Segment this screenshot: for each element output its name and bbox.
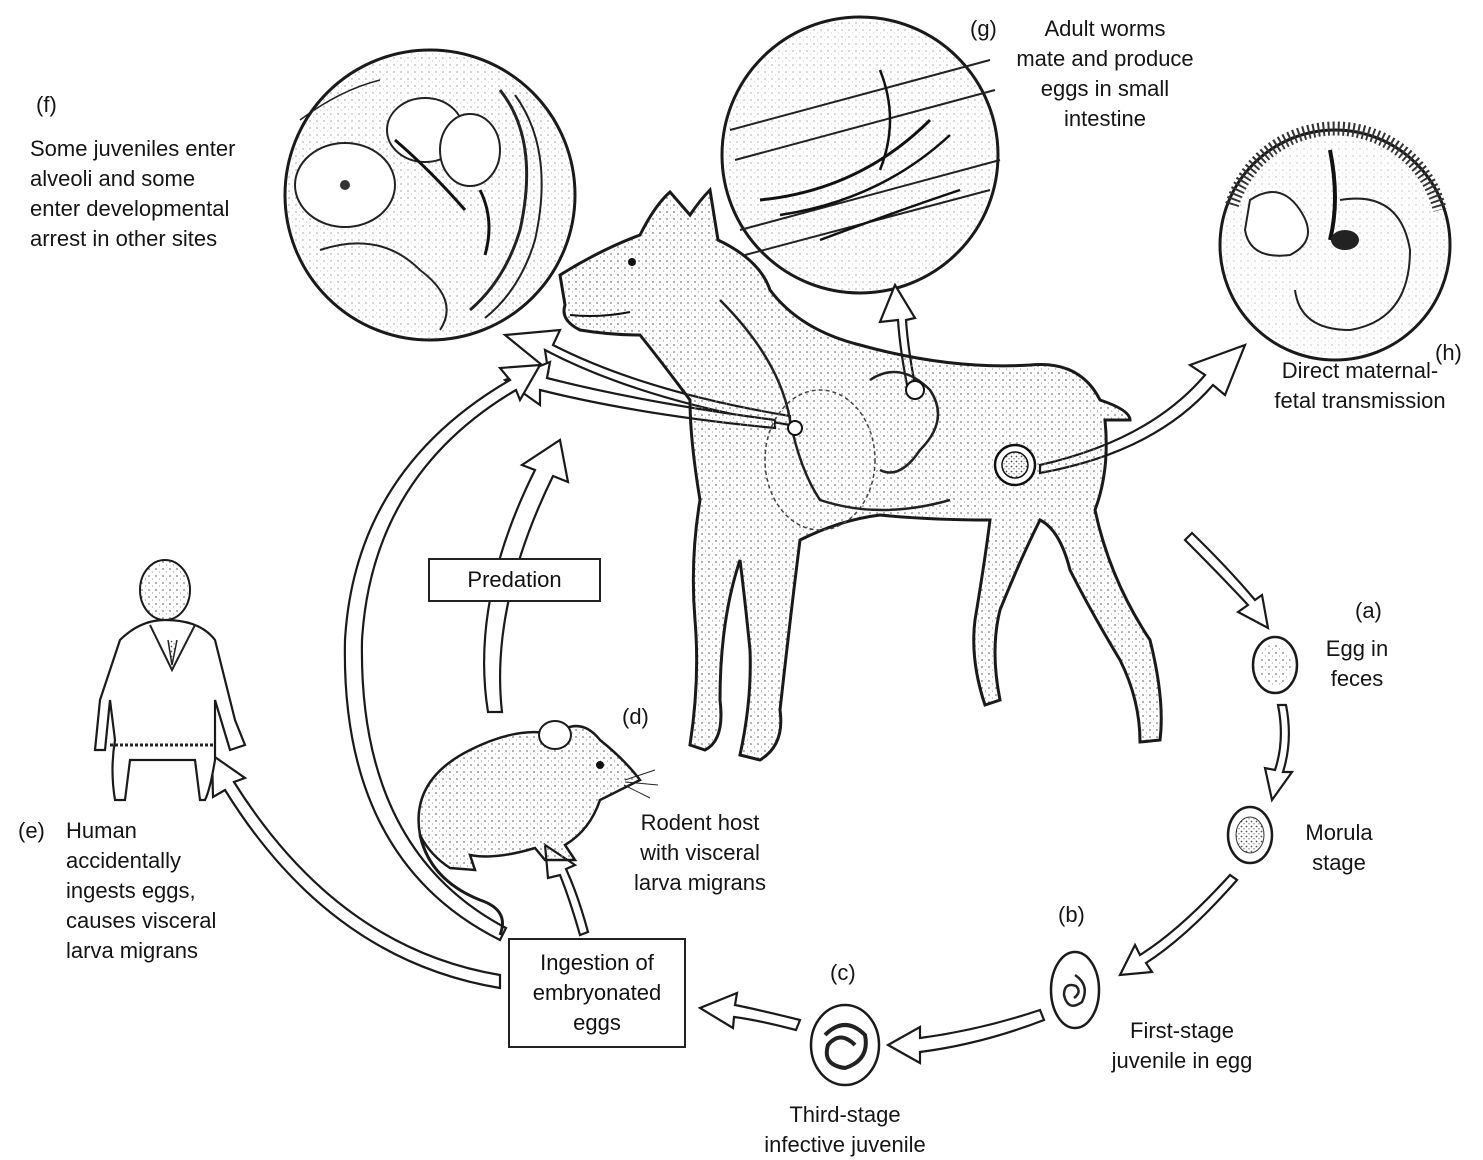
label-morula-text: Morula stage bbox=[1284, 818, 1394, 878]
alveoli-magnified-circle bbox=[285, 50, 575, 340]
ingestion-box: Ingestion of embryonated eggs bbox=[508, 938, 686, 1048]
intestine-magnified-circle bbox=[722, 17, 1000, 293]
label-b-tag: (b) bbox=[1058, 900, 1085, 930]
label-g-text: Adult worms mate and produce eggs in sma… bbox=[990, 14, 1220, 134]
label-f-text: Some juveniles enter alveoli and some en… bbox=[30, 134, 235, 254]
fetus-magnified-circle bbox=[1220, 129, 1450, 360]
label-a-tag: (a) bbox=[1355, 596, 1382, 626]
label-b-text: First-stage juvenile in egg bbox=[1092, 1016, 1272, 1076]
label-a-text: Egg in feces bbox=[1302, 634, 1412, 694]
label-d-text: Rodent host with visceral larva migrans bbox=[610, 808, 790, 898]
predation-arrows bbox=[212, 365, 568, 988]
egg-a bbox=[1253, 637, 1297, 693]
label-d-tag: (d) bbox=[622, 702, 649, 732]
label-e-text: Human accidentally ingests eggs, causes … bbox=[66, 816, 216, 966]
egg-c bbox=[811, 1005, 879, 1085]
predation-box: Predation bbox=[428, 558, 601, 602]
label-h-text: Direct maternal- fetal transmission bbox=[1255, 356, 1465, 416]
label-c-text: Third-stage infective juvenile bbox=[735, 1100, 955, 1160]
label-f-tag: (f) bbox=[36, 90, 57, 120]
egg-morula bbox=[1228, 807, 1272, 863]
label-e-tag: (e) bbox=[18, 816, 45, 846]
label-c-tag: (c) bbox=[830, 958, 856, 988]
